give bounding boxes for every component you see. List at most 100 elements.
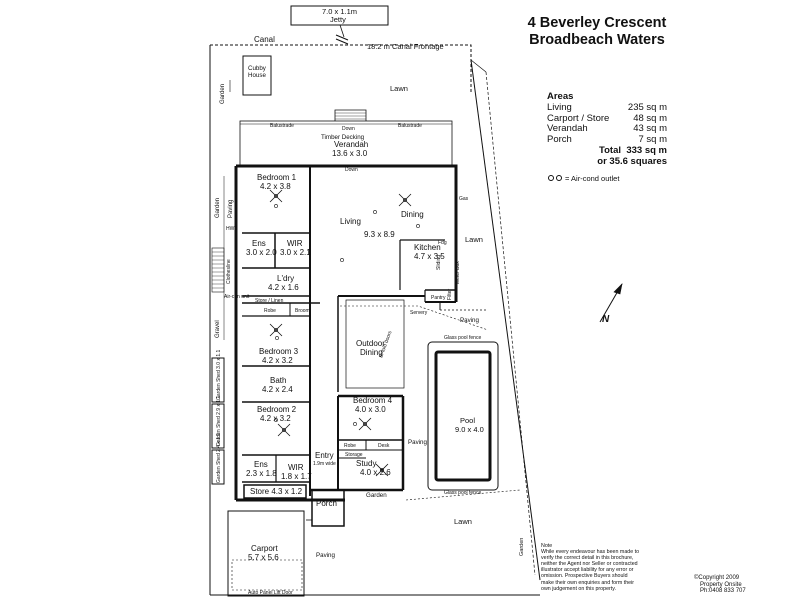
bed1-name: Bedroom 1 — [257, 173, 297, 182]
verandah-name: Verandah — [334, 140, 368, 149]
disclaimer-note: Note While every endeavour has been made… — [541, 543, 640, 592]
broom-label: Broom — [295, 308, 310, 314]
aircon-unit-label: Air-con unit — [224, 294, 250, 300]
wir1-name: WIR — [287, 239, 303, 248]
sliding-label: Sliding — [436, 255, 442, 270]
cubby-house — [242, 55, 272, 96]
bath-name: Bath — [270, 376, 286, 385]
gas-label: Gas — [459, 196, 469, 202]
bed4-dim: 4.0 x 3.0 — [355, 405, 386, 414]
lawn-label: Lawn — [390, 84, 408, 93]
bed3-dim: 4.2 x 3.2 — [262, 356, 293, 365]
ceiling-fan-icon — [358, 417, 372, 431]
living-dim: 9.3 x 8.9 — [364, 230, 395, 239]
bed4-name: Bedroom 4 — [353, 396, 393, 405]
jetty-label: Jetty — [330, 15, 346, 24]
aircon-outlet-icon — [416, 224, 420, 228]
bed2-name: Bedroom 2 — [257, 405, 297, 414]
ceiling-fan-icon — [375, 463, 389, 477]
hws-label: HWS — [226, 226, 238, 232]
verandah-dim: 13.6 x 3.0 — [332, 149, 368, 158]
aircon-icon — [548, 175, 554, 181]
garden-label: Garden — [215, 198, 221, 218]
copyright: ©Copyright 2009 Property Onsite Ph:0408 … — [694, 575, 746, 595]
areas-heading: Areas — [547, 91, 574, 102]
canal-frontage: 18.2 m Canal Frontage — [367, 42, 444, 51]
lawn-label: Lawn — [465, 235, 483, 244]
auto-door-label: Auto Panel Lift Door — [248, 590, 293, 596]
garden-shed-2: Garden Shed 2.9 x 1.1 — [216, 395, 222, 446]
garden-label: Garden — [519, 538, 525, 556]
kitchen-dim: 4.7 x 3.5 — [414, 252, 445, 261]
balustrade-label: Balustrade — [270, 123, 294, 129]
property-boundary — [210, 44, 472, 92]
bed1-dim: 4.2 x 3.8 — [260, 182, 291, 191]
bath-dim: 4.2 x 2.4 — [262, 385, 293, 394]
wir2-dim: 1.8 x 1.7 — [281, 472, 312, 481]
north-label: N — [602, 314, 610, 325]
store-label: Store 4.3 x 1.2 — [250, 487, 303, 496]
jetty-dimension: 7.0 x 1.1m — [322, 7, 357, 16]
garden-label: Garden — [366, 492, 387, 499]
aircon-outlet-icon — [275, 336, 279, 340]
pantry-label: Pantry — [431, 295, 446, 301]
area-squares-row: or 35.6 squares — [597, 155, 667, 167]
carport-name: Carport — [251, 544, 278, 553]
ldry-name: L'dry — [277, 274, 294, 283]
ceiling-fan-icon — [277, 423, 291, 437]
kitchen-name: Kitchen — [414, 243, 441, 252]
jetty — [290, 5, 389, 26]
paving-label: Paving — [408, 439, 427, 446]
fdg-label: Fdg — [438, 240, 447, 246]
pool-dim: 9.0 x 4.0 — [455, 425, 484, 434]
entry-dim: 1.9m wide — [313, 461, 336, 467]
desk-label: Desk — [378, 443, 390, 449]
study-dim: 4.0 x 2.6 — [360, 468, 391, 477]
garden-shed-1: Garden Shed 3.0 x 1.1 — [216, 349, 222, 400]
storage-label: Storage — [345, 452, 363, 458]
wir1-dim: 3.0 x 2.1 — [280, 248, 311, 257]
porch-label: Porch — [316, 499, 337, 508]
garden-label: Garden — [220, 84, 226, 104]
pool-water-edge — [434, 350, 492, 482]
meter-box-label: Meter Box — [455, 261, 461, 284]
clothesline-label: Clothesline — [226, 259, 232, 284]
ldry-dim: 4.2 x 1.6 — [268, 283, 299, 292]
glass-fence-label: Glass pool fence — [444, 490, 481, 496]
ceiling-fan-icon — [269, 189, 283, 203]
aircon-legend: = Air-cond outlet — [548, 174, 619, 183]
bed2-dim: 4.2 x 3.2 — [260, 414, 291, 423]
down-label: Down — [345, 167, 358, 173]
cubby-label-2: House — [248, 72, 266, 79]
property-suburb: Broadbeach Waters — [529, 32, 665, 48]
canal-label: Canal — [254, 35, 275, 44]
bed3-name: Bedroom 3 — [259, 347, 299, 356]
aircon-outlet-icon — [274, 418, 278, 422]
filter-label: Filter — [447, 289, 453, 300]
property-address: 4 Beverley Crescent — [527, 15, 667, 31]
ceiling-fan-icon — [269, 323, 283, 337]
ens1-dim: 3.0 x 2.0 — [246, 248, 277, 257]
cubby-label-1: Cubby — [248, 65, 267, 72]
aircon-icon — [556, 175, 562, 181]
balustrade-label: Balustrade — [398, 123, 422, 129]
outdoor-name-2: Dining — [360, 348, 383, 357]
servery-label: Servery — [410, 310, 428, 316]
paving-label: Paving — [228, 200, 234, 218]
aircon-outlet-icon — [274, 204, 278, 208]
store-linen-label: Store / Linen — [255, 298, 284, 304]
aircon-outlet-icon — [340, 258, 344, 262]
garden-shed-3: Garden Shed 2.4 x 1.1 — [216, 432, 222, 483]
lawn-label: Lawn — [454, 517, 472, 526]
ceiling-fan-icon — [398, 193, 412, 207]
entry-name: Entry — [315, 451, 334, 460]
ens2-name: Ens — [254, 460, 268, 469]
dining-name: Dining — [401, 210, 424, 219]
paving-label: Paving — [460, 317, 479, 324]
